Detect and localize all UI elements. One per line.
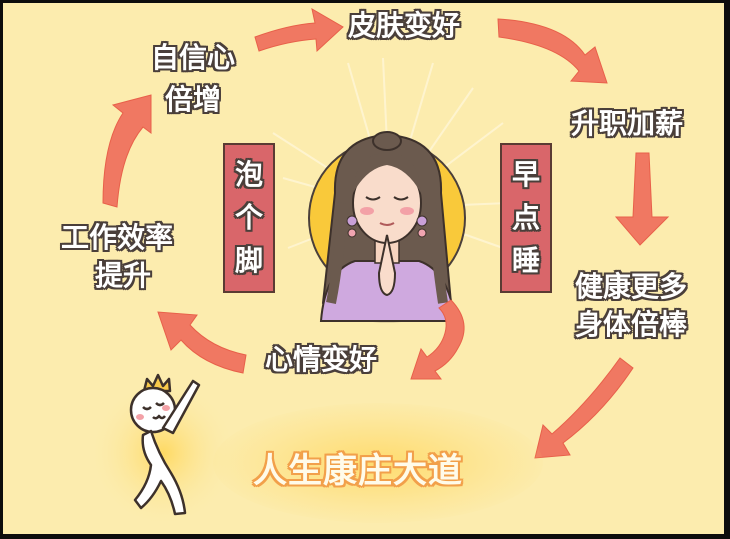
step-confidence-line1-label: 自信心 (151, 41, 236, 74)
banner-left-char: 泡 (234, 157, 263, 191)
arrow-mood-to-work-icon (157, 311, 247, 374)
step-skin-label: 皮肤变好 (348, 9, 461, 42)
praying-woman-icon (319, 131, 457, 323)
step-health-line2-label: 身体倍棒 (575, 308, 688, 341)
dancing-figure-icon (129, 373, 201, 516)
arrow-confidence-to-skin-icon (254, 8, 344, 53)
banner-right-char: 早 (511, 157, 540, 191)
step-mood-label: 心情变好 (265, 343, 378, 376)
banner-left-char: 个 (234, 200, 263, 234)
diagram-canvas: 皮肤变好 升职加薪 健康更多 身体倍棒 心情变好 工作效率 提升 自信心 倍增 … (3, 3, 724, 534)
arrow-promotion-to-health-icon (614, 152, 670, 246)
sunburst-icon (88, 378, 238, 528)
tagline-text: 人生康庄大道 (253, 451, 463, 491)
step-health-line1-label: 健康更多 (575, 270, 688, 303)
step-confidence-line2-label: 倍增 (165, 83, 222, 116)
step-promotion-label: 升职加薪 (571, 107, 684, 140)
artwork-layer (88, 8, 670, 528)
tagline-glow (213, 403, 543, 523)
banner-foot-soak: 泡 个 脚 (223, 143, 275, 293)
banner-right-char: 点 (511, 200, 540, 234)
step-work-line1-label: 工作效率 (61, 221, 174, 254)
arrow-work-to-confidence-icon (102, 94, 152, 208)
cycle-arrows (102, 8, 670, 459)
banner-left-char: 脚 (234, 244, 263, 278)
banner-right-char: 睡 (511, 244, 540, 278)
arrow-health-to-tagline-icon (534, 357, 634, 459)
arrow-woman-to-mood-icon (410, 299, 465, 380)
banner-sleep-early: 早 点 睡 (500, 143, 552, 293)
step-work-line2-label: 提升 (95, 259, 152, 292)
arrow-skin-to-promotion-icon (497, 18, 608, 84)
